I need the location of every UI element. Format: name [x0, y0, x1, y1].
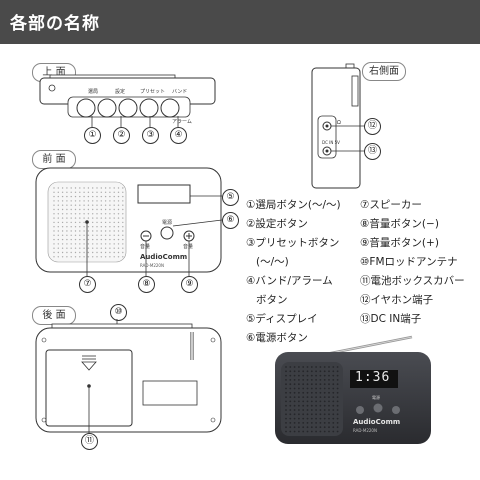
callout-12: ⑫: [364, 118, 381, 135]
callout-4: ④: [170, 127, 187, 144]
callout-8: ⑧: [138, 276, 155, 293]
part-5: ⑤ディスプレイ: [246, 313, 318, 325]
part-2: ②設定ボタン: [246, 218, 308, 230]
part-4-cont: ボタン: [256, 294, 288, 306]
view-label-right: 右側面: [362, 62, 406, 81]
front-label-power: 電源: [162, 220, 173, 226]
top-label-tune: 選局: [88, 89, 99, 95]
front-label-vol-minus: 音量: [140, 244, 151, 250]
photo-model: RAD-M220N: [353, 428, 377, 433]
part-12: ⑫イヤホン端子: [360, 294, 434, 306]
header-bar: 各部の名称: [0, 0, 480, 44]
callout-11: ⑪: [81, 433, 98, 450]
front-brand-logo: AudioComm: [140, 253, 188, 261]
callout-7: ⑦: [79, 276, 96, 293]
part-3: ③プリセットボタン: [246, 237, 340, 249]
photo-brand-logo: AudioComm: [353, 418, 401, 426]
top-label-band: バンド: [172, 89, 188, 95]
photo-display-time: 1:36: [355, 370, 391, 385]
callout-10: ⑩: [110, 304, 127, 321]
callout-9: ⑨: [181, 276, 198, 293]
part-10: ⑩FMロッドアンテナ: [360, 256, 458, 268]
callout-2: ②: [113, 127, 130, 144]
part-3-cont: (〜/〜): [256, 256, 289, 268]
part-6: ⑥電源ボタン: [246, 332, 308, 344]
top-label-preset: プリセット: [140, 89, 166, 95]
right-label-phones: Ω: [337, 120, 341, 126]
callout-13: ⑬: [364, 143, 381, 160]
top-label-alarm: アラーム: [172, 119, 192, 125]
photo-power-label: 電源: [372, 395, 380, 400]
right-label-dcin: DC IN 5V: [322, 140, 340, 145]
callout-1: ①: [84, 127, 101, 144]
part-11: ⑪電池ボックスカバー: [360, 275, 465, 287]
callout-6: ⑥: [222, 212, 239, 229]
callout-5: ⑤: [222, 189, 239, 206]
part-1: ①選局ボタン(〜/〜): [246, 199, 341, 211]
callout-3: ③: [142, 127, 159, 144]
part-4: ④バンド/アラーム: [246, 275, 333, 287]
front-label-vol-plus: 音量: [183, 244, 194, 250]
top-label-set: 設定: [115, 89, 126, 95]
part-7: ⑦スピーカー: [360, 199, 422, 211]
part-8: ⑧音量ボタン(−): [360, 218, 439, 230]
part-13: ⑬DC IN端子: [360, 313, 422, 325]
part-9: ⑨音量ボタン(+): [360, 237, 439, 249]
front-model: RAD-M220N: [140, 263, 164, 268]
page-title: 各部の名称: [10, 14, 100, 34]
